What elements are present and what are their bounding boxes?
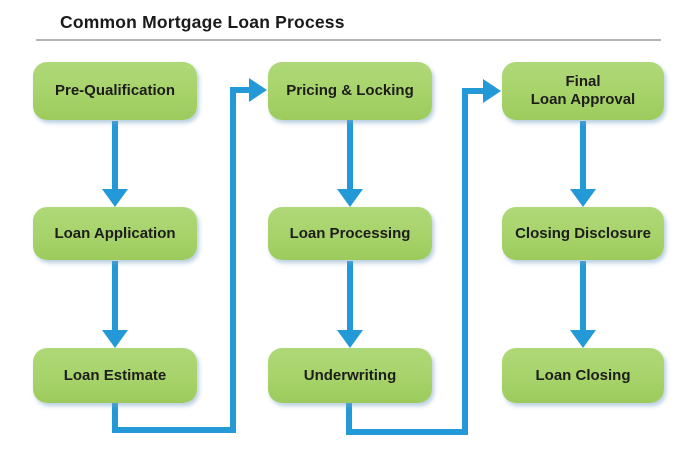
node-loan-application: Loan Application <box>33 207 197 260</box>
node-loan-estimate: Loan Estimate <box>33 348 197 403</box>
page-title: Common Mortgage Loan Process <box>60 12 345 32</box>
title-divider <box>36 39 661 41</box>
node-loan-processing: Loan Processing <box>268 207 432 260</box>
node-pre-qualification: Pre-Qualification <box>33 62 197 120</box>
node-final-loan-approval: Final Loan Approval <box>502 62 664 120</box>
node-underwriting: Underwriting <box>268 348 432 403</box>
node-loan-closing: Loan Closing <box>502 348 664 403</box>
node-closing-disclosure: Closing Disclosure <box>502 207 664 260</box>
node-pricing-locking: Pricing & Locking <box>268 62 432 120</box>
